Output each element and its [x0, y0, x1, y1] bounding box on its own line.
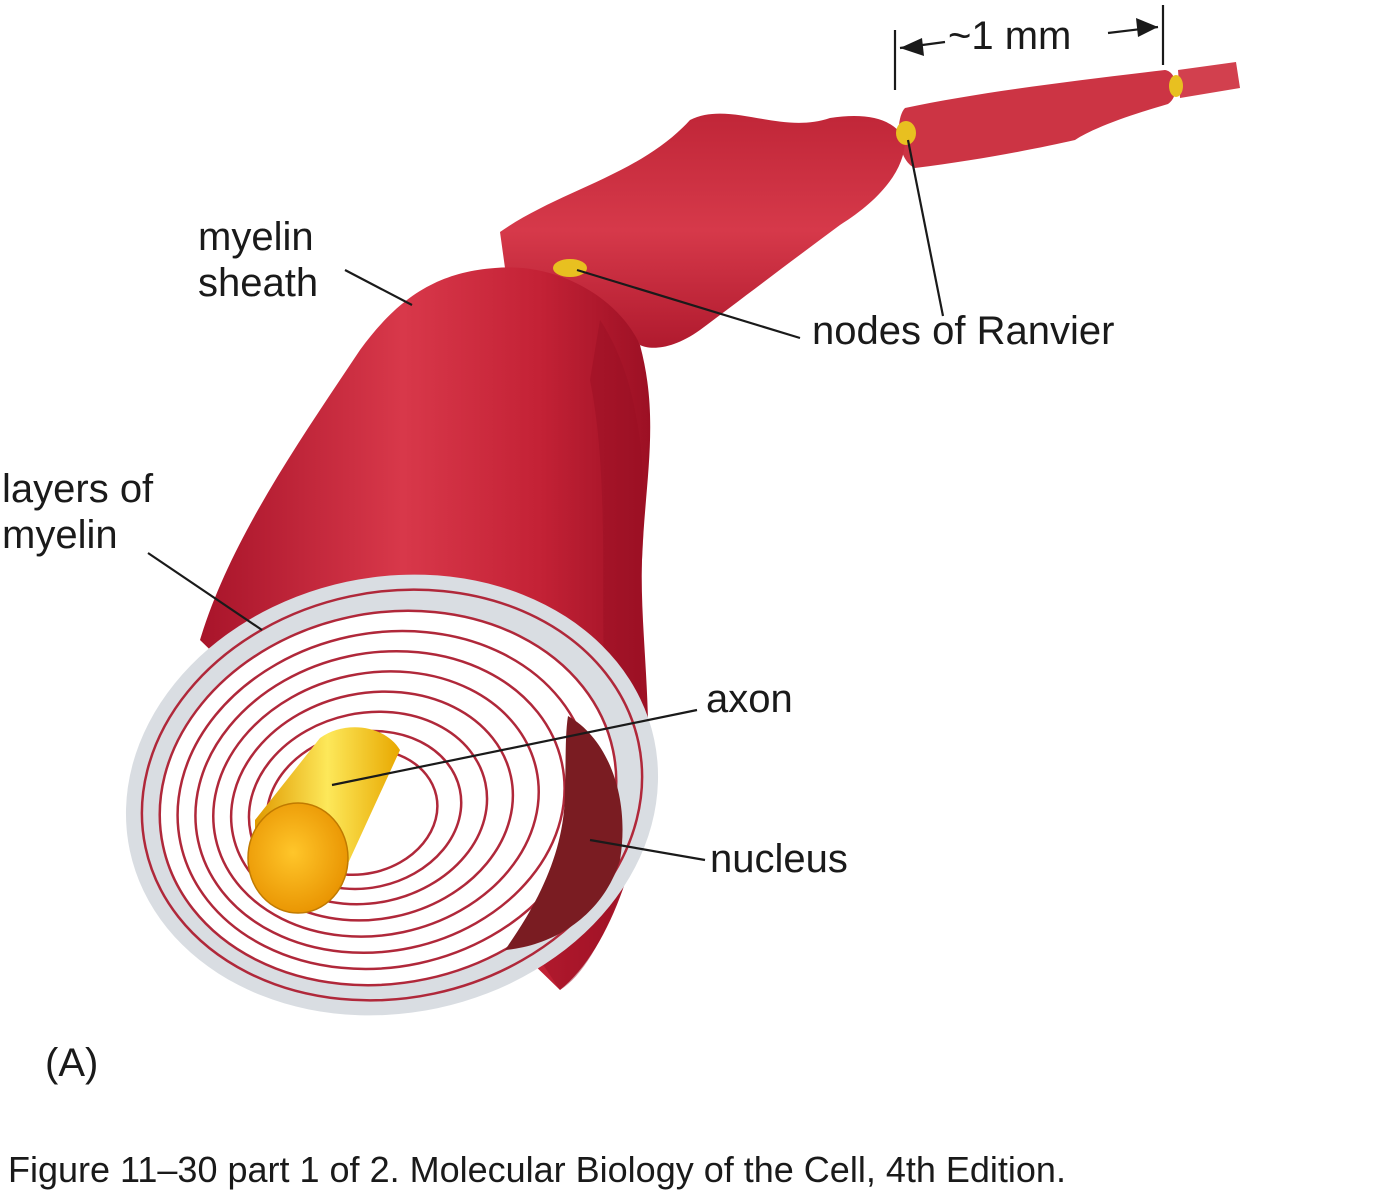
distal-sheath-segment	[1178, 62, 1240, 98]
axon-leader	[331, 708, 698, 787]
internode-segment-2	[500, 113, 905, 348]
nucleus-label: nucleus	[710, 837, 848, 881]
nodes-of-ranvier-leader-1	[576, 268, 801, 340]
myelin-sheath-label: myelin sheath	[198, 215, 319, 305]
panel-label: (A)	[45, 1041, 99, 1085]
node-of-ranvier-3	[553, 259, 587, 277]
nodes-of-ranvier-leader-2	[906, 139, 945, 317]
axon	[247, 727, 400, 914]
layers-of-myelin-cross-section	[125, 574, 659, 1016]
scale-label: ~1 mm	[948, 14, 1072, 58]
node-of-ranvier-1	[1169, 75, 1183, 97]
layers-of-myelin-label: layers of myelin	[2, 467, 154, 557]
layers-of-myelin-leader	[147, 552, 263, 631]
internode-segment-3	[898, 70, 1176, 168]
axon-label: axon	[706, 677, 793, 721]
node-of-ranvier-2	[896, 121, 916, 145]
nodes-of-ranvier-label: nodes of Ranvier	[812, 309, 1115, 353]
myelin-sheath-leader	[344, 269, 413, 306]
nucleus-leader	[589, 838, 706, 862]
figure-caption: Figure 11–30 part 1 of 2. Molecular Biol…	[8, 1149, 1066, 1190]
scale-bar	[893, 5, 1165, 90]
nucleus	[505, 716, 623, 950]
